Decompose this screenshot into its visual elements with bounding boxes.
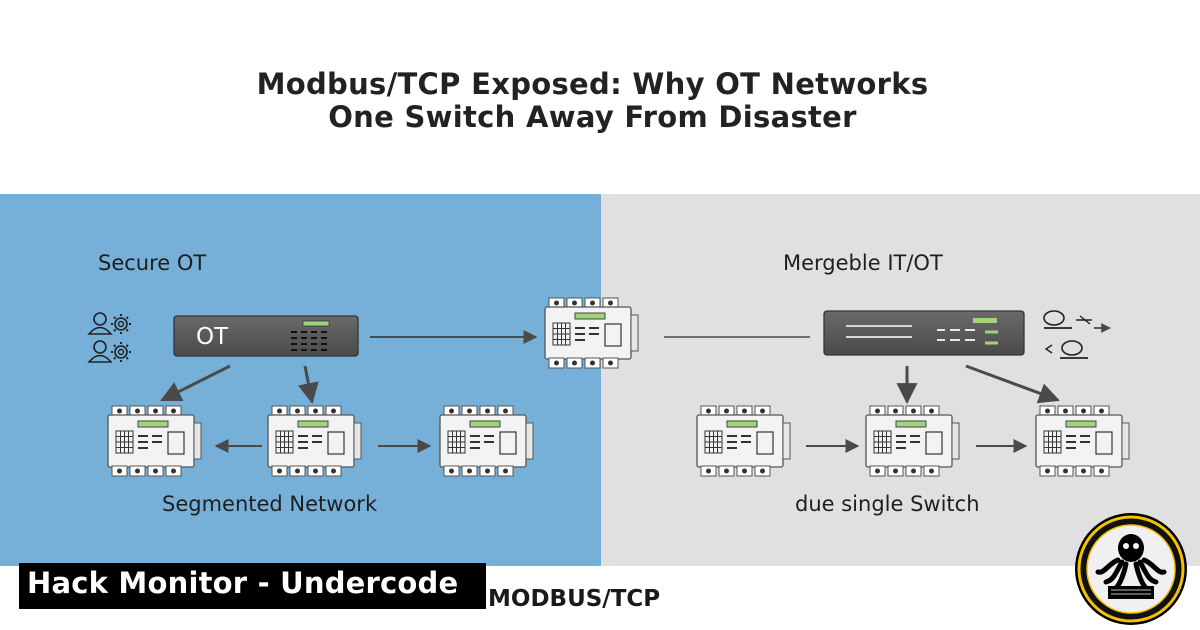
- modbus-device-icon: [696, 405, 791, 477]
- secure-ot-heading: Secure OT: [98, 251, 206, 275]
- single-switch-label: due single Switch: [795, 492, 980, 516]
- modbus-device-icon: [544, 297, 639, 369]
- ot-switch: OT: [173, 315, 359, 357]
- title-line-1: Modbus/TCP Exposed: Why OT Networks: [256, 67, 929, 101]
- secure-ot-panel: [0, 194, 601, 566]
- ot-switch-label: OT: [196, 324, 229, 350]
- hub-to-device-arrow: [298, 365, 319, 405]
- mergeable-it-ot-heading: Mergeble IT/OT: [783, 251, 943, 275]
- modbus-device-icon: [865, 405, 960, 477]
- user-gear-icon: [88, 312, 132, 335]
- switch-to-device-arrow: [965, 364, 1060, 404]
- single-switch: [823, 310, 1025, 356]
- modbus-device-icon: [1035, 405, 1130, 477]
- title-line-2: One Switch Away From Disaster: [328, 100, 857, 134]
- page-title: Modbus/TCP Exposed: Why OT Networks One …: [0, 68, 1185, 134]
- banner-text: Hack Monitor - Undercode: [27, 566, 459, 600]
- modbus-device-icon: [107, 405, 202, 477]
- modbus-tcp-label: MODBUS/TCP: [488, 586, 661, 612]
- source-banner: Hack Monitor - Undercode: [19, 563, 486, 609]
- user-gear-icon: [88, 340, 132, 363]
- octopus-logo: [1075, 513, 1187, 625]
- modbus-device-icon: [267, 405, 362, 477]
- modbus-device-icon: [439, 405, 534, 477]
- camera-icon: [1043, 310, 1111, 333]
- camera-icon: [1044, 340, 1088, 359]
- hub-to-device-arrow: [160, 364, 231, 402]
- segmented-network-label: Segmented Network: [162, 492, 378, 516]
- mergeable-it-ot-panel: [601, 194, 1200, 566]
